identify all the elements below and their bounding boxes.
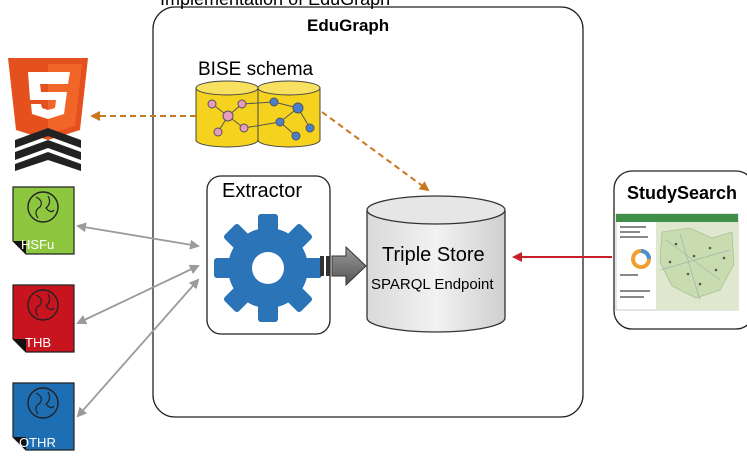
source-hsfu-document bbox=[12, 186, 75, 255]
source-othr-document bbox=[12, 382, 75, 451]
html5-icon bbox=[8, 58, 88, 171]
triple-store-database-icon bbox=[366, 195, 506, 333]
edugraph-title: EduGraph bbox=[307, 16, 390, 35]
bise-schema-database-icon bbox=[195, 80, 321, 148]
gear-icon bbox=[214, 214, 322, 322]
schema-label: BISE schema bbox=[198, 59, 314, 80]
globe-icon bbox=[27, 289, 59, 321]
source-label-othr: OTHR bbox=[19, 435, 56, 450]
source-label-hsfu: HSFu bbox=[21, 237, 55, 252]
hsfu-extractor-arrow bbox=[76, 222, 200, 250]
source-label-thb: THB bbox=[25, 335, 51, 350]
studysearch-title: StudySearch bbox=[627, 183, 738, 203]
globe-icon bbox=[27, 191, 59, 223]
triple-store-subtitle: SPARQL Endpoint bbox=[371, 276, 494, 293]
source-thb-document bbox=[12, 284, 75, 353]
app-screenshot-icon bbox=[615, 213, 739, 311]
globe-icon bbox=[27, 387, 59, 419]
schema-to-store-arrow bbox=[321, 111, 430, 192]
othr-extractor-arrow bbox=[76, 278, 200, 418]
extractor-label: Extractor bbox=[222, 180, 303, 202]
triple-store-title: Triple Store bbox=[382, 244, 485, 266]
extractor-to-store-arrow bbox=[320, 245, 367, 287]
top-caption: Implementation of EduGraph bbox=[160, 0, 390, 10]
